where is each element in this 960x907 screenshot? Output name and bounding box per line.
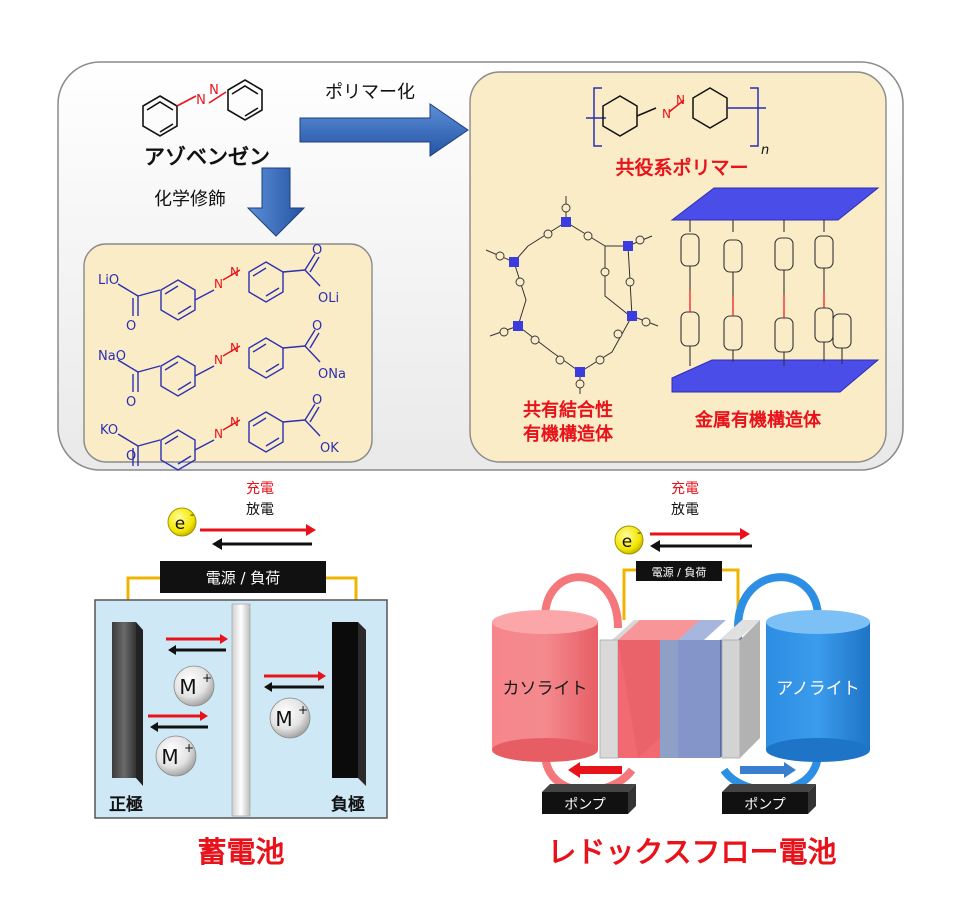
salt2-left-label: NaO xyxy=(98,349,126,364)
flow-pump-left xyxy=(542,792,628,814)
flow-title: レドックスフロー電池 xyxy=(547,835,836,869)
salt-structures xyxy=(117,253,321,471)
salt3-left-label: KO xyxy=(100,423,118,438)
flow-wire-right xyxy=(722,568,740,612)
battery-source-box xyxy=(160,561,326,593)
flow-pump-left-top xyxy=(542,784,636,792)
flow-charge-arrow xyxy=(650,528,750,540)
battery-ion-2-sup: + xyxy=(298,703,308,717)
battery-discharge-label: 放電 xyxy=(246,502,274,518)
salt2-o-top: O xyxy=(312,319,322,334)
flow-anolyte-tank xyxy=(766,610,870,762)
battery-title: 蓄電池 xyxy=(197,835,284,869)
modify-label: 化学修飾 xyxy=(154,189,226,210)
polymerize-label: ポリマー化 xyxy=(325,82,415,103)
mof-structure xyxy=(670,187,880,393)
salt3-right-label: OK xyxy=(320,441,339,456)
flow-pump-right-side xyxy=(808,784,816,814)
salt3-o-top: O xyxy=(312,393,322,408)
flow-catholyte-loop-top xyxy=(541,573,622,629)
battery-ion-3-label: M xyxy=(161,745,178,769)
polymerize-arrow xyxy=(299,103,469,157)
battery-cathode-side xyxy=(136,622,143,786)
flow-electron-icon xyxy=(614,525,644,555)
azo-n-left: N xyxy=(196,93,206,108)
battery-cathode-label: 正極 xyxy=(109,794,143,815)
cof-metal-nodes xyxy=(509,217,637,377)
battery-electron-label: e xyxy=(175,514,185,534)
flow-source-label: 電源 / 負荷 xyxy=(652,565,707,579)
battery-ion-2 xyxy=(269,697,311,739)
flow-catholyte-label: カソライト xyxy=(503,679,588,699)
battery-ion-1 xyxy=(173,665,215,707)
salt1-n1: N xyxy=(214,277,223,291)
flow-cell-stack xyxy=(599,620,760,759)
flow-pump-left-side xyxy=(628,784,636,814)
salt2-n1: N xyxy=(214,353,223,367)
flow-discharge-arrow xyxy=(650,540,752,552)
salt1-right-label: OLi xyxy=(318,291,339,306)
salt1-o-top: O xyxy=(312,243,322,258)
flow-anolyte-loop-top xyxy=(734,573,822,629)
flow-left-arrow xyxy=(568,762,622,778)
flow-electron-label: e xyxy=(622,532,632,552)
salt3-o-bottom: O xyxy=(126,449,136,464)
azobenzene-structure xyxy=(142,79,263,137)
polymer-subscript-n: n xyxy=(761,143,769,158)
salt2-n2: N xyxy=(230,341,239,355)
flow-pump-right-label: ポンプ xyxy=(744,797,786,813)
conjugated-polymer-structure xyxy=(586,87,766,147)
polymer-n1: N xyxy=(662,107,671,121)
flow-catholyte-tank xyxy=(492,610,598,762)
salt1-o-bottom: O xyxy=(126,319,136,334)
battery-source-label: 電源 / 負荷 xyxy=(206,569,281,587)
battery-ion-1-label: M xyxy=(179,675,196,699)
battery-ion-2-label: M xyxy=(275,707,292,731)
flow-charge-label: 充電 xyxy=(671,481,699,497)
flow-wire-left xyxy=(622,568,636,620)
cof-label-line1: 共有結合性 xyxy=(523,399,613,421)
battery-electron-icon xyxy=(167,507,197,537)
flow-discharge-label: 放電 xyxy=(671,502,699,518)
flow-pump-right xyxy=(722,792,808,814)
battery-ion-1-sup: + xyxy=(202,671,212,685)
battery-discharge-arrow xyxy=(212,538,312,550)
modify-arrow xyxy=(246,167,306,237)
battery-ion-3-sup: + xyxy=(184,741,194,755)
battery-charge-arrow xyxy=(200,524,316,536)
salt3-n2: N xyxy=(230,415,239,429)
azobenzene-label: アゾベンゼン xyxy=(144,145,270,169)
battery-electron-sup: - xyxy=(190,508,194,521)
battery-anode xyxy=(332,622,358,778)
flow-electron-sup: - xyxy=(637,526,641,539)
battery-anode-label: 負極 xyxy=(331,794,365,815)
azo-n-right: N xyxy=(209,83,219,98)
salt2-o-bottom: O xyxy=(126,395,136,410)
salt1-left-label: LiO xyxy=(98,273,119,288)
salt3-n1: N xyxy=(214,427,223,441)
flow-source-box xyxy=(636,561,722,581)
battery-cathode xyxy=(112,622,136,778)
mof-label: 金属有機構造体 xyxy=(694,409,822,431)
cof-ring-nodes xyxy=(495,203,651,389)
salt2-right-label: ONa xyxy=(318,367,346,382)
battery-ion-3 xyxy=(155,735,197,777)
polymer-label: 共役系ポリマー xyxy=(615,156,748,179)
flow-pump-left-label: ポンプ xyxy=(564,797,606,813)
flow-anolyte-label: アノライト xyxy=(776,679,859,699)
battery-anode-side xyxy=(358,622,366,786)
polymer-n2: N xyxy=(676,93,685,107)
battery-separator xyxy=(231,603,251,817)
battery-ion-arrows xyxy=(148,634,326,732)
salt1-n2: N xyxy=(230,265,239,279)
battery-charge-label: 充電 xyxy=(246,481,274,497)
cof-label-line2: 有機構造体 xyxy=(523,423,614,445)
flow-right-arrow xyxy=(740,762,796,778)
flow-pump-right-top xyxy=(722,784,816,792)
